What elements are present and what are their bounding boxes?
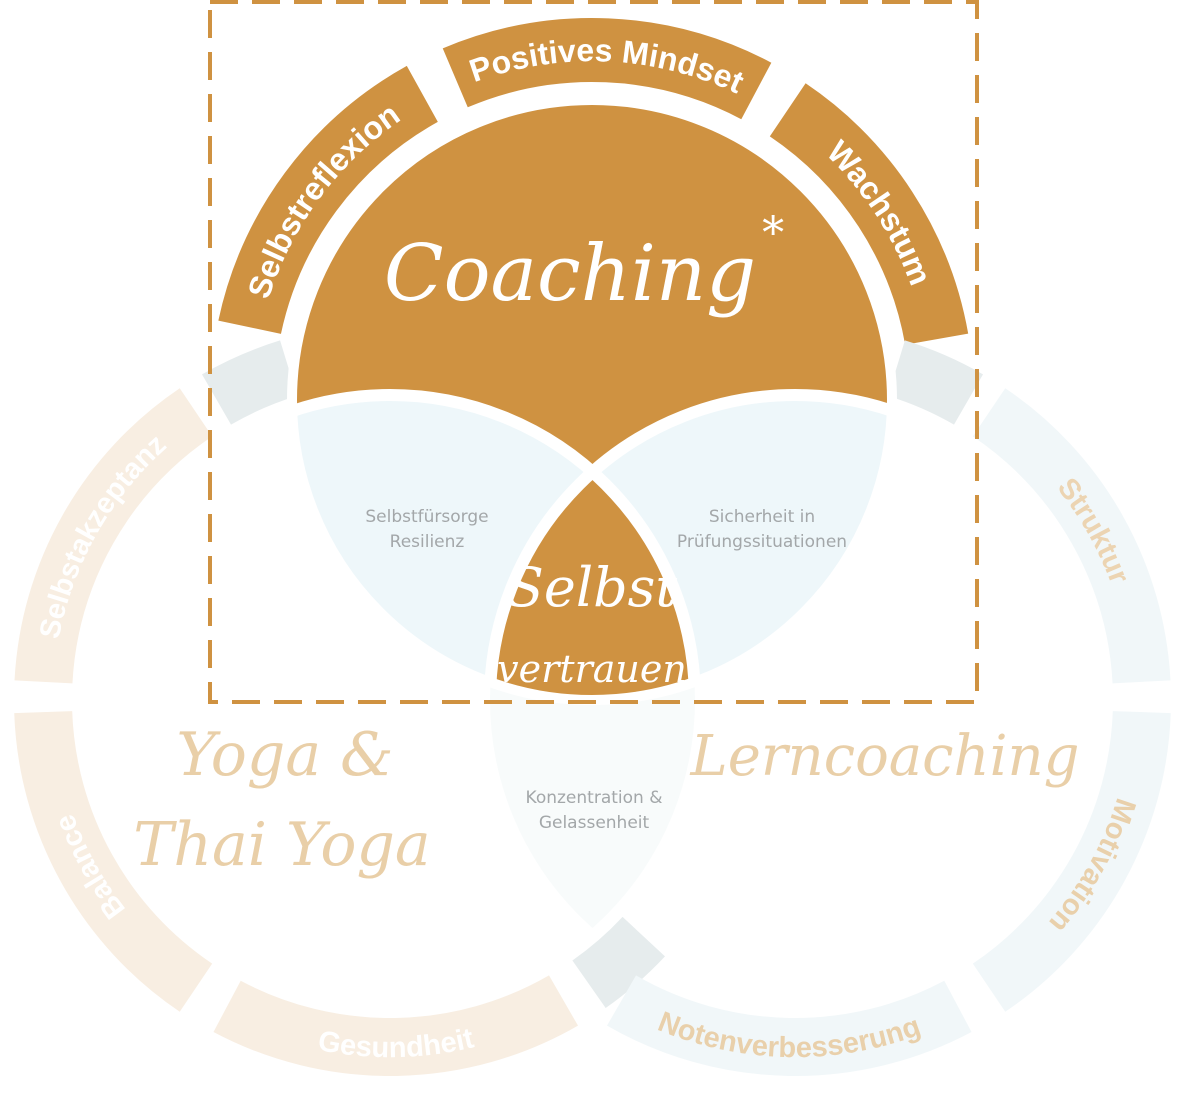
asterisk-icon: * (762, 208, 784, 259)
overlap-label: Resilienz (390, 532, 465, 552)
ring-segment-positives-mindset: Positives Mindset (442, 18, 772, 120)
center-title-line2: vertrauen (497, 647, 687, 691)
center-title-line1: Selbst (507, 556, 678, 619)
highlight-frame (208, 0, 979, 704)
yoga-title-line2: Thai Yoga (133, 810, 430, 880)
ring-overlap-gray (202, 340, 298, 425)
ring-overlap-gray (887, 340, 983, 425)
center-selbstvertrauen (490, 395, 695, 700)
yoga-title-line1: Yoga & (176, 720, 393, 790)
coaching-title: Coaching (384, 229, 756, 319)
overlap-label: Selbstfürsorge (365, 507, 488, 527)
yoga-ring: Selbstakzeptanz Balance Gesundheit (14, 340, 665, 1076)
ring-segment-gesundheit: Gesundheit (213, 975, 578, 1076)
lerncoaching-title: Lerncoaching (690, 724, 1080, 789)
overlap-label: Gelassenheit (539, 813, 650, 833)
overlap-label: Sicherheit in (709, 507, 815, 527)
overlap-label: Konzentration & (526, 788, 663, 808)
overlap-label: Prüfungssituationen (677, 532, 847, 552)
ring-overlap-gray (571, 916, 665, 1008)
ring-segment-motivation: Motivation (972, 710, 1171, 1012)
